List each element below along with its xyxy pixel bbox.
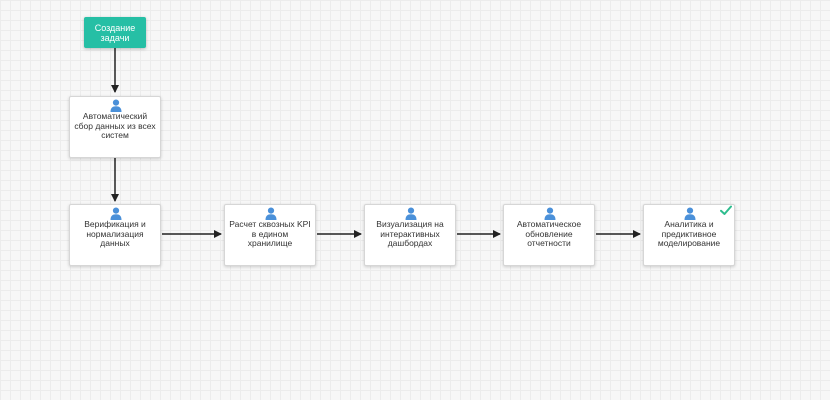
- user-icon: [110, 99, 122, 112]
- user-icon: [544, 207, 556, 220]
- process-node-verification[interactable]: Верификация и нормализация данных: [69, 204, 161, 266]
- process-node-analytics[interactable]: Аналитика и предиктивное моделирование: [643, 204, 735, 266]
- node-label: Визуализация на интерактивных дашбордах: [376, 219, 444, 248]
- user-icon: [684, 207, 696, 220]
- node-label: Автоматическое обновление отчетности: [516, 219, 582, 248]
- checkmark-icon: [720, 205, 732, 215]
- node-label: Аналитика и предиктивное моделирование: [657, 219, 721, 248]
- process-node-kpi-calculation[interactable]: Расчет сквозных KPI в едином хранилище: [224, 204, 316, 266]
- node-label: Верификация и нормализация данных: [84, 219, 146, 248]
- node-label: Расчет сквозных KPI в едином хранилище: [229, 219, 311, 248]
- user-icon: [405, 207, 417, 220]
- process-node-report-update[interactable]: Автоматическое обновление отчетности: [503, 204, 595, 266]
- start-node-label: Создание задачи: [94, 22, 136, 43]
- node-label: Автоматический сбор данных из всех систе…: [74, 111, 156, 140]
- process-node-visualization[interactable]: Визуализация на интерактивных дашбордах: [364, 204, 456, 266]
- start-node-create-task[interactable]: Создание задачи: [84, 17, 146, 48]
- user-icon: [110, 207, 122, 220]
- user-icon: [265, 207, 277, 220]
- process-node-data-collection[interactable]: Автоматический сбор данных из всех систе…: [69, 96, 161, 158]
